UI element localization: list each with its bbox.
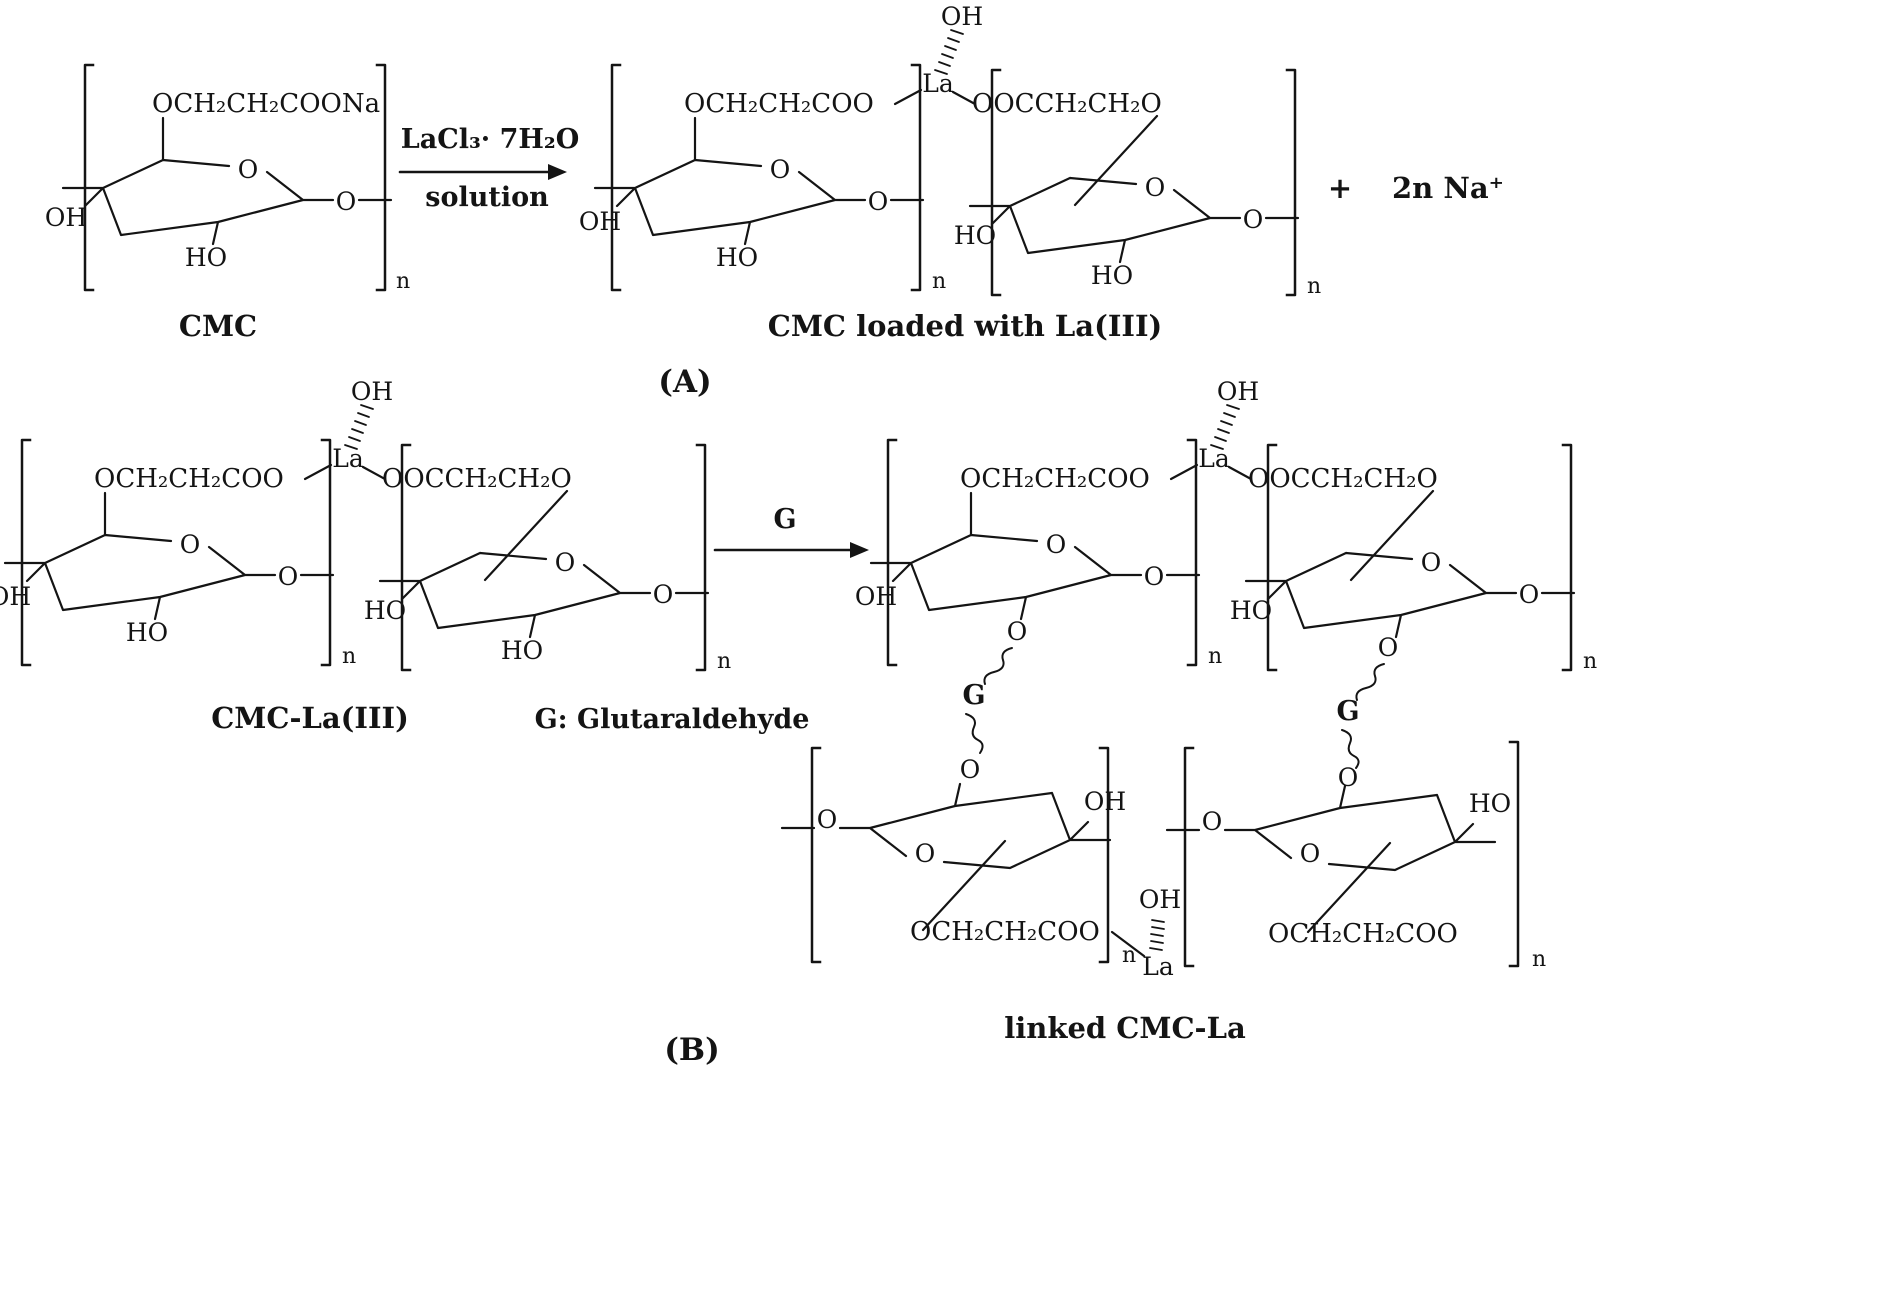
la-carboxylate-bond <box>951 90 977 106</box>
la-oh-hashed-bond <box>934 29 964 75</box>
left-bracket <box>990 68 1002 297</box>
ring-oxygen-label: O <box>1145 173 1166 202</box>
glucose-ring <box>593 116 925 246</box>
glycosidic-oxygen-label: O <box>336 187 357 216</box>
section-b-label: (B) <box>664 1032 720 1068</box>
hydroxyl-label: HO <box>126 618 168 647</box>
linker-oxygen-label: O <box>1378 633 1399 662</box>
reaction-b-arrow: G <box>713 504 869 558</box>
wavy-bond <box>983 647 1013 685</box>
hydroxyl-label: HO <box>716 243 758 272</box>
cmc-reactant: OCH₂CH₂COONa OH HO O O n CMC <box>45 63 410 343</box>
ring-oxygen-label: O <box>915 839 936 868</box>
wavy-bond <box>1355 663 1385 701</box>
glucose-ring-mirrored <box>968 114 1300 264</box>
hydroxyl-label: OH <box>579 207 621 236</box>
glycosidic-oxygen-label: O <box>1243 205 1264 234</box>
right-bracket <box>910 63 922 292</box>
bottom-glucose-unit-2: O O HO OCH₂CH₂COO n <box>1165 740 1546 972</box>
cmc-label: CMC <box>179 309 257 343</box>
linked-upper-pair-structure <box>855 377 1597 674</box>
product-a-label: CMC loaded with La(III) <box>768 309 1163 343</box>
linker-oxygen-label: O <box>960 755 981 784</box>
la-hydroxide-label: OH <box>941 2 983 31</box>
carboxylate-la-bond <box>1110 930 1146 958</box>
lanthanum-label: La <box>1142 952 1174 981</box>
hydroxyl-label: OH <box>45 203 87 232</box>
glucose-ring <box>61 116 393 246</box>
ring-oxygen-label: O <box>1300 839 1321 868</box>
hydroxyl-label: HO <box>1469 789 1511 818</box>
bottom-glucose-unit-1: O O OH OCH₂CH₂COO n <box>780 746 1146 968</box>
repeat-subscript: n <box>1532 947 1546 972</box>
carboxymethyl-sodium-arm-label: OCH₂CH₂COONa <box>152 89 380 119</box>
right-bracket <box>375 63 387 292</box>
plus-sign: + <box>1328 171 1352 205</box>
hydroxyl-label: HO <box>1091 261 1133 290</box>
sodium-ions-label: 2n Na⁺ <box>1392 171 1504 205</box>
carboxymethyl-arm-label: OCH₂CH₂COO <box>1268 919 1458 949</box>
carboxymethyl-arm-reversed-label: OOCCH₂CH₂O <box>972 89 1162 119</box>
right-bracket <box>1285 68 1297 297</box>
cmc-la-label: CMC-La(III) <box>211 701 409 735</box>
left-bracket <box>610 63 622 292</box>
carboxymethyl-arm-label: OCH₂CH₂COO <box>910 917 1100 947</box>
lanthanum-label: La <box>922 69 954 98</box>
arrow-g-label: G <box>773 504 796 535</box>
carboxylate-la-bond <box>893 88 923 106</box>
hydroxyl-label: HO <box>954 221 996 250</box>
hydroxyl-label: OH <box>1084 787 1126 816</box>
reagent-label: LaCl₃· 7H₂O <box>401 124 580 155</box>
repeat-subscript: n <box>396 269 410 294</box>
repeat-subscript: n <box>1122 943 1136 968</box>
hydroxyl-label: HO <box>185 243 227 272</box>
glutaraldehyde-legend: G: Glutaraldehyde <box>535 704 810 735</box>
glutaraldehyde-chain-2: G O <box>1336 663 1385 792</box>
linker-oxygen-label: O <box>1338 763 1359 792</box>
section-a-label: (A) <box>658 364 711 400</box>
la-oh-hashed-bond <box>1149 919 1165 951</box>
repeat-subscript: n <box>932 269 946 294</box>
cmc-la-pair: OCH₂CH₂COO OOCCH₂CH₂O La OH OH O O n HO … <box>579 2 1321 299</box>
glycosidic-oxygen-label: O <box>1202 807 1223 836</box>
glycosidic-oxygen-label: O <box>817 805 838 834</box>
glutaraldehyde-chain-1: G O <box>960 647 1013 784</box>
left-bracket <box>1183 746 1195 968</box>
glycosidic-oxygen-label: O <box>868 187 889 216</box>
wavy-bond <box>965 713 984 754</box>
wavy-bond <box>1341 729 1360 769</box>
ring-oxygen-label: O <box>770 155 791 184</box>
left-bracket <box>810 746 822 964</box>
hydroxyl-label: HO <box>501 636 543 665</box>
arrow-head <box>850 542 869 558</box>
bottom-lanthanum-site: La OH <box>1139 885 1181 981</box>
ring-oxygen-label: O <box>238 155 259 184</box>
solution-label: solution <box>425 182 549 213</box>
arrow-head <box>548 164 567 180</box>
repeat-subscript: n <box>1307 274 1321 299</box>
glutaraldehyde-g-label: G <box>1336 696 1359 727</box>
right-bracket <box>1508 740 1520 968</box>
la-hydroxide-label: OH <box>1139 885 1181 914</box>
carboxymethyl-arm-label: OCH₂CH₂COO <box>684 89 874 119</box>
reaction-a-arrow: LaCl₃· 7H₂O solution <box>398 124 580 213</box>
linked-product-label: linked CMC-La <box>1004 1011 1246 1045</box>
cmc-la-reactant-structure <box>0 377 731 674</box>
glutaraldehyde-g-label: G <box>962 680 985 711</box>
sodium-byproduct: + 2n Na⁺ <box>1328 171 1504 205</box>
right-bracket <box>1098 746 1110 964</box>
left-bracket <box>83 63 95 292</box>
linker-oxygen-label: O <box>1007 617 1028 646</box>
